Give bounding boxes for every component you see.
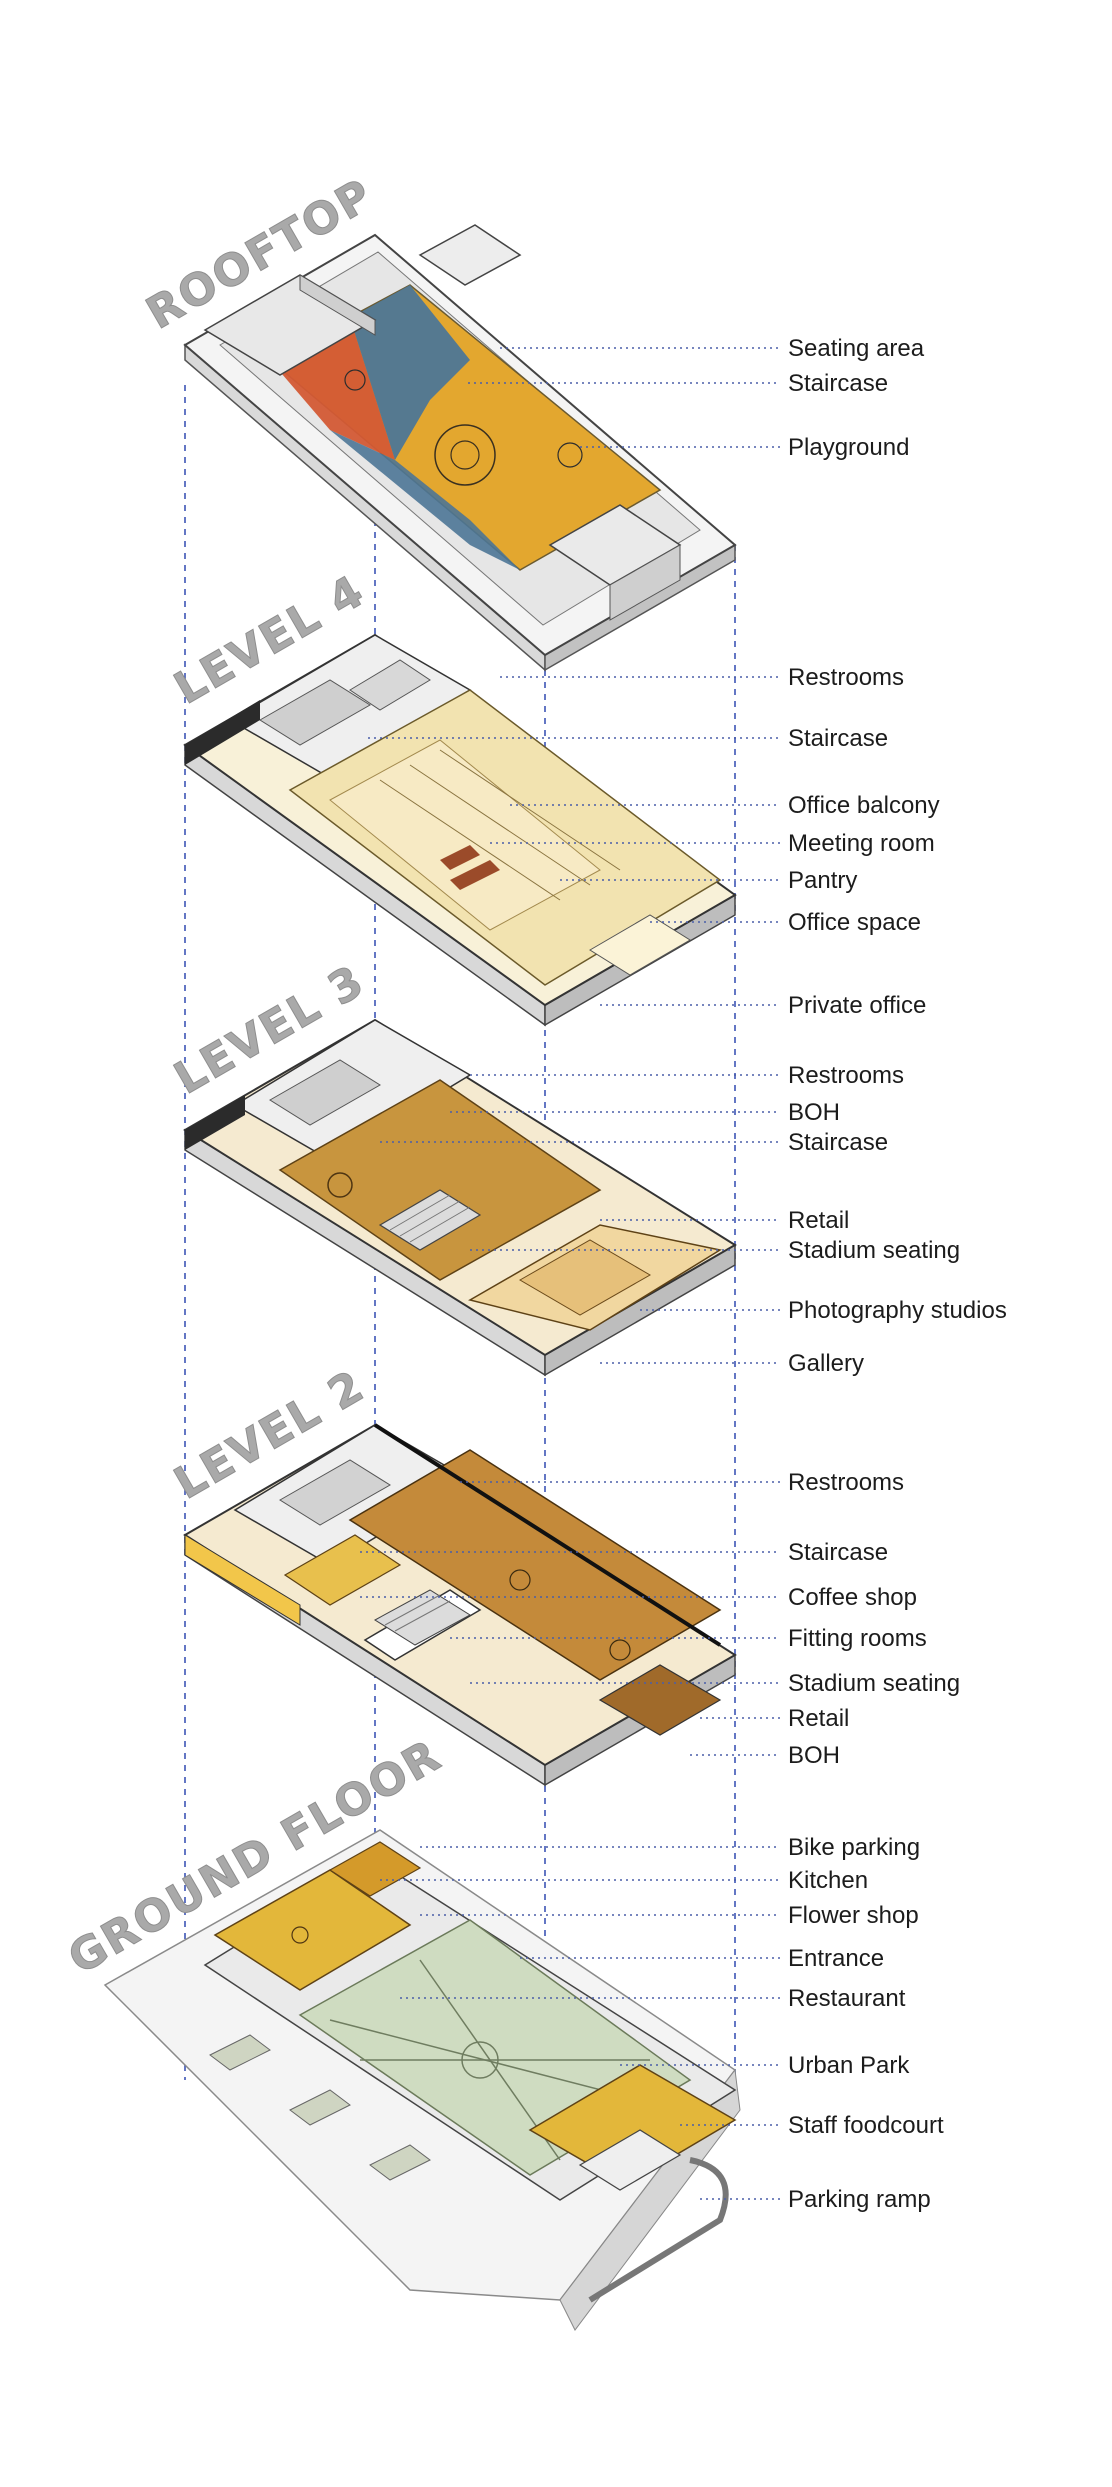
label-restrooms: Restrooms bbox=[788, 1062, 904, 1089]
label-staircase: Staircase bbox=[788, 370, 888, 397]
label-office-space: Office space bbox=[788, 909, 921, 936]
level-4 bbox=[183, 633, 737, 1027]
parking-ramp bbox=[588, 2157, 729, 2303]
label-fitting-rooms: Fitting rooms bbox=[788, 1625, 927, 1652]
label-boh: BOH bbox=[788, 1099, 840, 1126]
stadium-seating bbox=[378, 1189, 482, 1251]
rooftop-level bbox=[183, 224, 737, 672]
stadium-seating-2 bbox=[374, 1589, 471, 1646]
label-entrance: Entrance bbox=[788, 1945, 884, 1972]
label-restaurant: Restaurant bbox=[788, 1985, 906, 2012]
label-stadium-seating: Stadium seating bbox=[788, 1237, 960, 1264]
label-staff-foodcourt: Staff foodcourt bbox=[788, 2112, 944, 2139]
label-kitchen: Kitchen bbox=[788, 1867, 868, 1894]
level-2 bbox=[183, 1423, 737, 1787]
label-parking-ramp: Parking ramp bbox=[788, 2186, 931, 2213]
label-restrooms: Restrooms bbox=[788, 664, 904, 691]
retail-floor bbox=[348, 1449, 722, 1681]
label-seating-area: Seating area bbox=[788, 335, 925, 362]
label-boh: BOH bbox=[788, 1742, 840, 1769]
label-bike-parking: Bike parking bbox=[788, 1834, 920, 1861]
label-flower-shop: Flower shop bbox=[788, 1902, 919, 1929]
label-playground: Playground bbox=[788, 434, 909, 461]
retail-floor bbox=[278, 1079, 602, 1281]
label-retail: Retail bbox=[788, 1705, 849, 1732]
level-3 bbox=[183, 1018, 737, 1377]
restaurant bbox=[213, 1869, 412, 1991]
label-staircase: Staircase bbox=[788, 1129, 888, 1156]
label-gallery: Gallery bbox=[788, 1350, 864, 1377]
label-restrooms: Restrooms bbox=[788, 1469, 904, 1496]
label-office-balcony: Office balcony bbox=[788, 792, 940, 819]
label-photography-studios: Photography studios bbox=[788, 1297, 1007, 1324]
label-urban-park: Urban Park bbox=[788, 2052, 910, 2079]
ground-floor bbox=[103, 1829, 741, 2331]
label-retail: Retail bbox=[788, 1207, 849, 1234]
label-staircase: Staircase bbox=[788, 1539, 888, 1566]
label-coffee-shop: Coffee shop bbox=[788, 1584, 917, 1611]
label-stadium-seating: Stadium seating bbox=[788, 1670, 960, 1697]
room-labels: Seating area Staircase Playground Restro… bbox=[788, 335, 1007, 2213]
label-private-office: Private office bbox=[788, 992, 926, 1019]
label-pantry: Pantry bbox=[788, 867, 857, 894]
leader-lines bbox=[360, 347, 780, 2200]
coffee-shop-floor bbox=[283, 1534, 402, 1606]
label-meeting-room: Meeting room bbox=[788, 830, 935, 857]
label-staircase: Staircase bbox=[788, 725, 888, 752]
